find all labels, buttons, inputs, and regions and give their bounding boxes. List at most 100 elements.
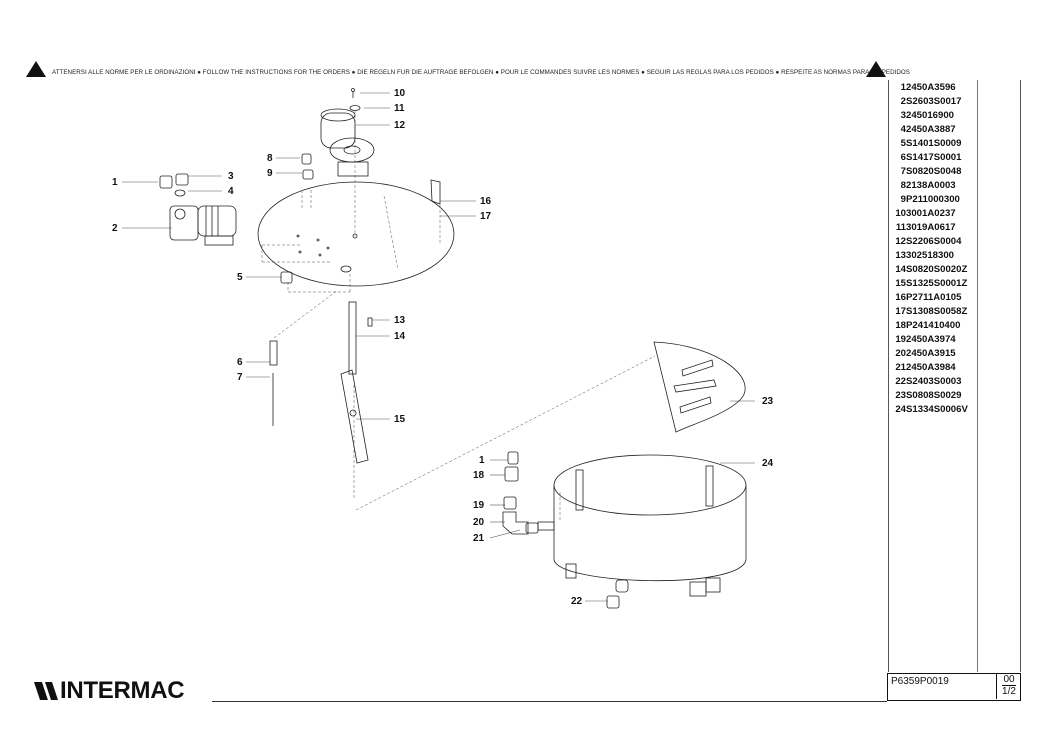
callout-8: 8 bbox=[267, 153, 273, 164]
part-code: S1325S0001Z bbox=[906, 278, 968, 289]
part-code: P211000300 bbox=[906, 194, 960, 205]
part-code: 3001A0237 bbox=[906, 208, 956, 219]
warning-triangle-icon-left bbox=[26, 61, 46, 77]
part-item-number: 18 bbox=[895, 320, 906, 331]
part-code: S1308S0058Z bbox=[906, 306, 968, 317]
callout-19: 19 bbox=[473, 500, 485, 511]
part-item-number: 4 bbox=[900, 124, 906, 135]
title-block: P6359P0019 00 1/2 bbox=[887, 673, 1021, 701]
revision-divider bbox=[1002, 685, 1016, 686]
part-code: 2450A3984 bbox=[906, 362, 956, 373]
callout-3: 3 bbox=[228, 171, 234, 182]
part-item-number: 2 bbox=[900, 96, 906, 107]
part-code: 2450A3915 bbox=[906, 348, 956, 359]
callout-24: 24 bbox=[762, 458, 774, 469]
part-item-number: 12 bbox=[895, 236, 906, 247]
part-code: 3019A0617 bbox=[906, 222, 956, 233]
part-item-number: 19 bbox=[895, 334, 906, 345]
callout-12: 12 bbox=[394, 120, 406, 131]
callout-1-pump: 1 bbox=[112, 177, 118, 188]
part-item-number: 21 bbox=[895, 362, 906, 373]
logo-text: INTERMAC bbox=[60, 677, 185, 704]
warning-triangle-icon-right bbox=[866, 61, 886, 77]
exploded-view-drawing bbox=[122, 88, 755, 609]
part-item-number: 8 bbox=[900, 180, 906, 191]
callout-10: 10 bbox=[394, 88, 406, 99]
footer-rule bbox=[212, 701, 887, 702]
part-code: P2711A0105 bbox=[906, 292, 962, 303]
callout-2: 2 bbox=[112, 223, 118, 234]
part-item-number: 23 bbox=[895, 390, 906, 401]
callout-6: 6 bbox=[237, 357, 243, 368]
callout-17: 17 bbox=[480, 211, 492, 222]
intermac-logo-mark-icon bbox=[34, 682, 58, 700]
part-code: 2450A3596 bbox=[906, 82, 956, 93]
part-item-number: 5 bbox=[900, 138, 906, 149]
part-code: 2450A3974 bbox=[906, 334, 956, 345]
callout-7: 7 bbox=[237, 372, 243, 383]
revision-box: 00 1/2 bbox=[996, 673, 1021, 699]
part-item-number: 9 bbox=[900, 194, 906, 205]
part-code: 2138A0003 bbox=[906, 180, 956, 191]
callout-23: 23 bbox=[762, 396, 774, 407]
part-code: S0820S0048 bbox=[906, 166, 962, 177]
part-item-number: 11 bbox=[895, 222, 906, 233]
part-code: S0808S0029 bbox=[906, 390, 962, 401]
part-item-number: 20 bbox=[895, 348, 906, 359]
part-item-number: 10 bbox=[895, 208, 906, 219]
callout-1-tank: 1 bbox=[479, 455, 485, 466]
order-instructions: ATTENERSI ALLE NORME PER LE ORDINAZIONI … bbox=[52, 69, 910, 76]
drawing-number: P6359P0019 bbox=[891, 676, 949, 687]
part-item-number: 3 bbox=[900, 110, 906, 121]
callout-16: 16 bbox=[480, 196, 492, 207]
part-item-number: 7 bbox=[900, 166, 906, 177]
callout-5: 5 bbox=[237, 272, 243, 283]
part-code: S1334S0006V bbox=[906, 404, 968, 415]
part-code: S2206S0004 bbox=[906, 236, 962, 247]
part-item-number: 22 bbox=[895, 376, 906, 387]
callout-9: 9 bbox=[267, 168, 273, 179]
table-column-divider bbox=[977, 80, 978, 672]
callout-4: 4 bbox=[228, 186, 234, 197]
part-code: S2403S0003 bbox=[906, 376, 962, 387]
part-code: S2603S0017 bbox=[906, 96, 962, 107]
callout-13: 13 bbox=[394, 315, 406, 326]
callout-15: 15 bbox=[394, 414, 406, 425]
callout-14: 14 bbox=[394, 331, 406, 342]
part-code: S0820S0020Z bbox=[906, 264, 968, 275]
part-item-number: 24 bbox=[895, 404, 906, 415]
part-code: S1417S0001 bbox=[906, 152, 962, 163]
part-item-number: 1 bbox=[900, 82, 906, 93]
revision-number: 00 bbox=[1003, 674, 1015, 685]
callout-20: 20 bbox=[473, 517, 485, 528]
part-code: 302518300 bbox=[906, 250, 955, 261]
part-item-number: 15 bbox=[895, 278, 906, 289]
part-code: P241410400 bbox=[906, 320, 961, 331]
callout-22: 22 bbox=[571, 596, 583, 607]
part-item-number: 6 bbox=[900, 152, 906, 163]
part-code: 2450A3887 bbox=[906, 124, 956, 135]
part-item-number: 16 bbox=[895, 292, 906, 303]
part-item-number: 13 bbox=[895, 250, 906, 261]
callout-11: 11 bbox=[394, 103, 405, 114]
